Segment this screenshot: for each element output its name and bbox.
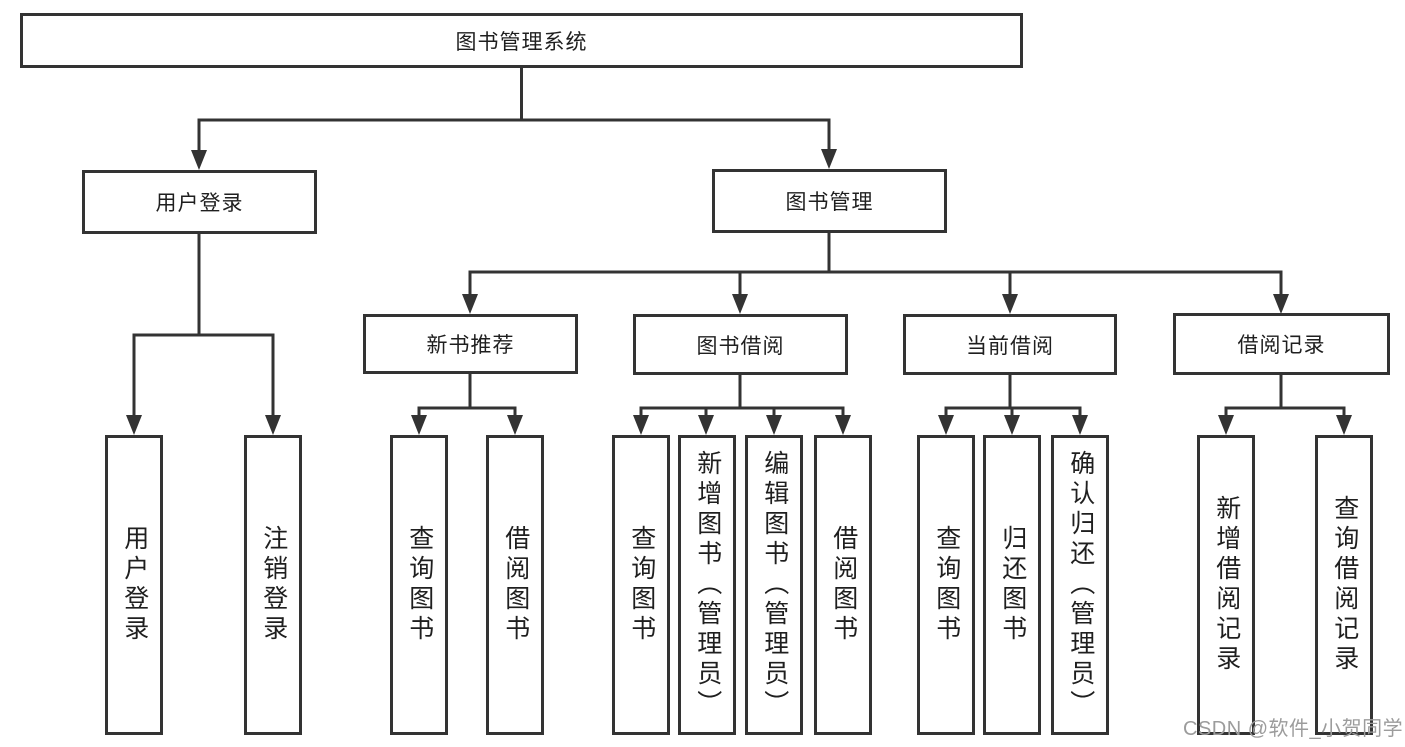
leaf-query-borrow-record-label: 查询借阅记录 <box>1330 495 1359 675</box>
node-library-management-system: 图书管理系统 <box>20 13 1023 68</box>
leaf-add-borrow-record-label: 新增借阅记录 <box>1212 495 1241 675</box>
node-user-login-label: 用户登录 <box>155 192 244 215</box>
node-new-book-recommend: 新书推荐 <box>363 314 578 374</box>
leaf-borrow-books-1-label: 借阅图书 <box>501 525 530 645</box>
leaf-add-book-admin-label: 新增图书（管理员） <box>693 450 722 720</box>
leaf-user-login: 用户登录 <box>105 435 163 735</box>
leaf-confirm-return-admin: 确认归还（管理员） <box>1051 435 1109 735</box>
csdn-watermark: CSDN @软件_小贺同学 <box>1183 718 1404 740</box>
leaf-logout-label: 注销登录 <box>259 525 288 645</box>
leaf-query-books-2: 查询图书 <box>612 435 670 735</box>
leaf-user-login-label: 用户登录 <box>120 525 149 645</box>
leaf-query-books-1: 查询图书 <box>390 435 448 735</box>
node-current-borrowing-label: 当前借阅 <box>966 334 1054 358</box>
node-current-borrowing: 当前借阅 <box>903 314 1117 375</box>
node-library-management-system-label: 图书管理系统 <box>455 30 588 54</box>
leaf-edit-book-admin-label: 编辑图书（管理员） <box>760 450 789 720</box>
leaf-borrow-books-2: 借阅图书 <box>814 435 872 735</box>
node-borrowing-records-label: 借阅记录 <box>1237 334 1326 357</box>
node-borrowing-records: 借阅记录 <box>1173 313 1390 375</box>
node-new-book-recommend-label: 新书推荐 <box>426 334 515 357</box>
leaf-edit-book-admin: 编辑图书（管理员） <box>745 435 803 735</box>
leaf-return-books: 归还图书 <box>983 435 1041 735</box>
leaf-query-books-3-label: 查询图书 <box>932 525 961 645</box>
leaf-query-books-3: 查询图书 <box>917 435 975 735</box>
leaf-query-books-2-label: 查询图书 <box>627 525 656 645</box>
leaf-add-book-admin: 新增图书（管理员） <box>678 435 736 735</box>
connector-lines <box>132 68 1346 417</box>
leaf-add-borrow-record: 新增借阅记录 <box>1197 435 1255 735</box>
leaf-borrow-books-2-label: 借阅图书 <box>829 525 858 645</box>
node-book-borrowing-label: 图书借阅 <box>696 334 785 358</box>
leaf-borrow-books-1: 借阅图书 <box>486 435 544 735</box>
leaf-query-books-1-label: 查询图书 <box>405 525 434 645</box>
leaf-logout: 注销登录 <box>244 435 302 735</box>
leaf-query-borrow-record: 查询借阅记录 <box>1315 435 1373 735</box>
node-book-management-label: 图书管理 <box>785 191 874 214</box>
leaf-confirm-return-admin-label: 确认归还（管理员） <box>1066 450 1095 720</box>
node-book-borrowing: 图书借阅 <box>633 314 848 375</box>
node-user-login: 用户登录 <box>82 170 317 234</box>
node-book-management: 图书管理 <box>712 169 947 233</box>
leaf-return-books-label: 归还图书 <box>998 525 1027 645</box>
